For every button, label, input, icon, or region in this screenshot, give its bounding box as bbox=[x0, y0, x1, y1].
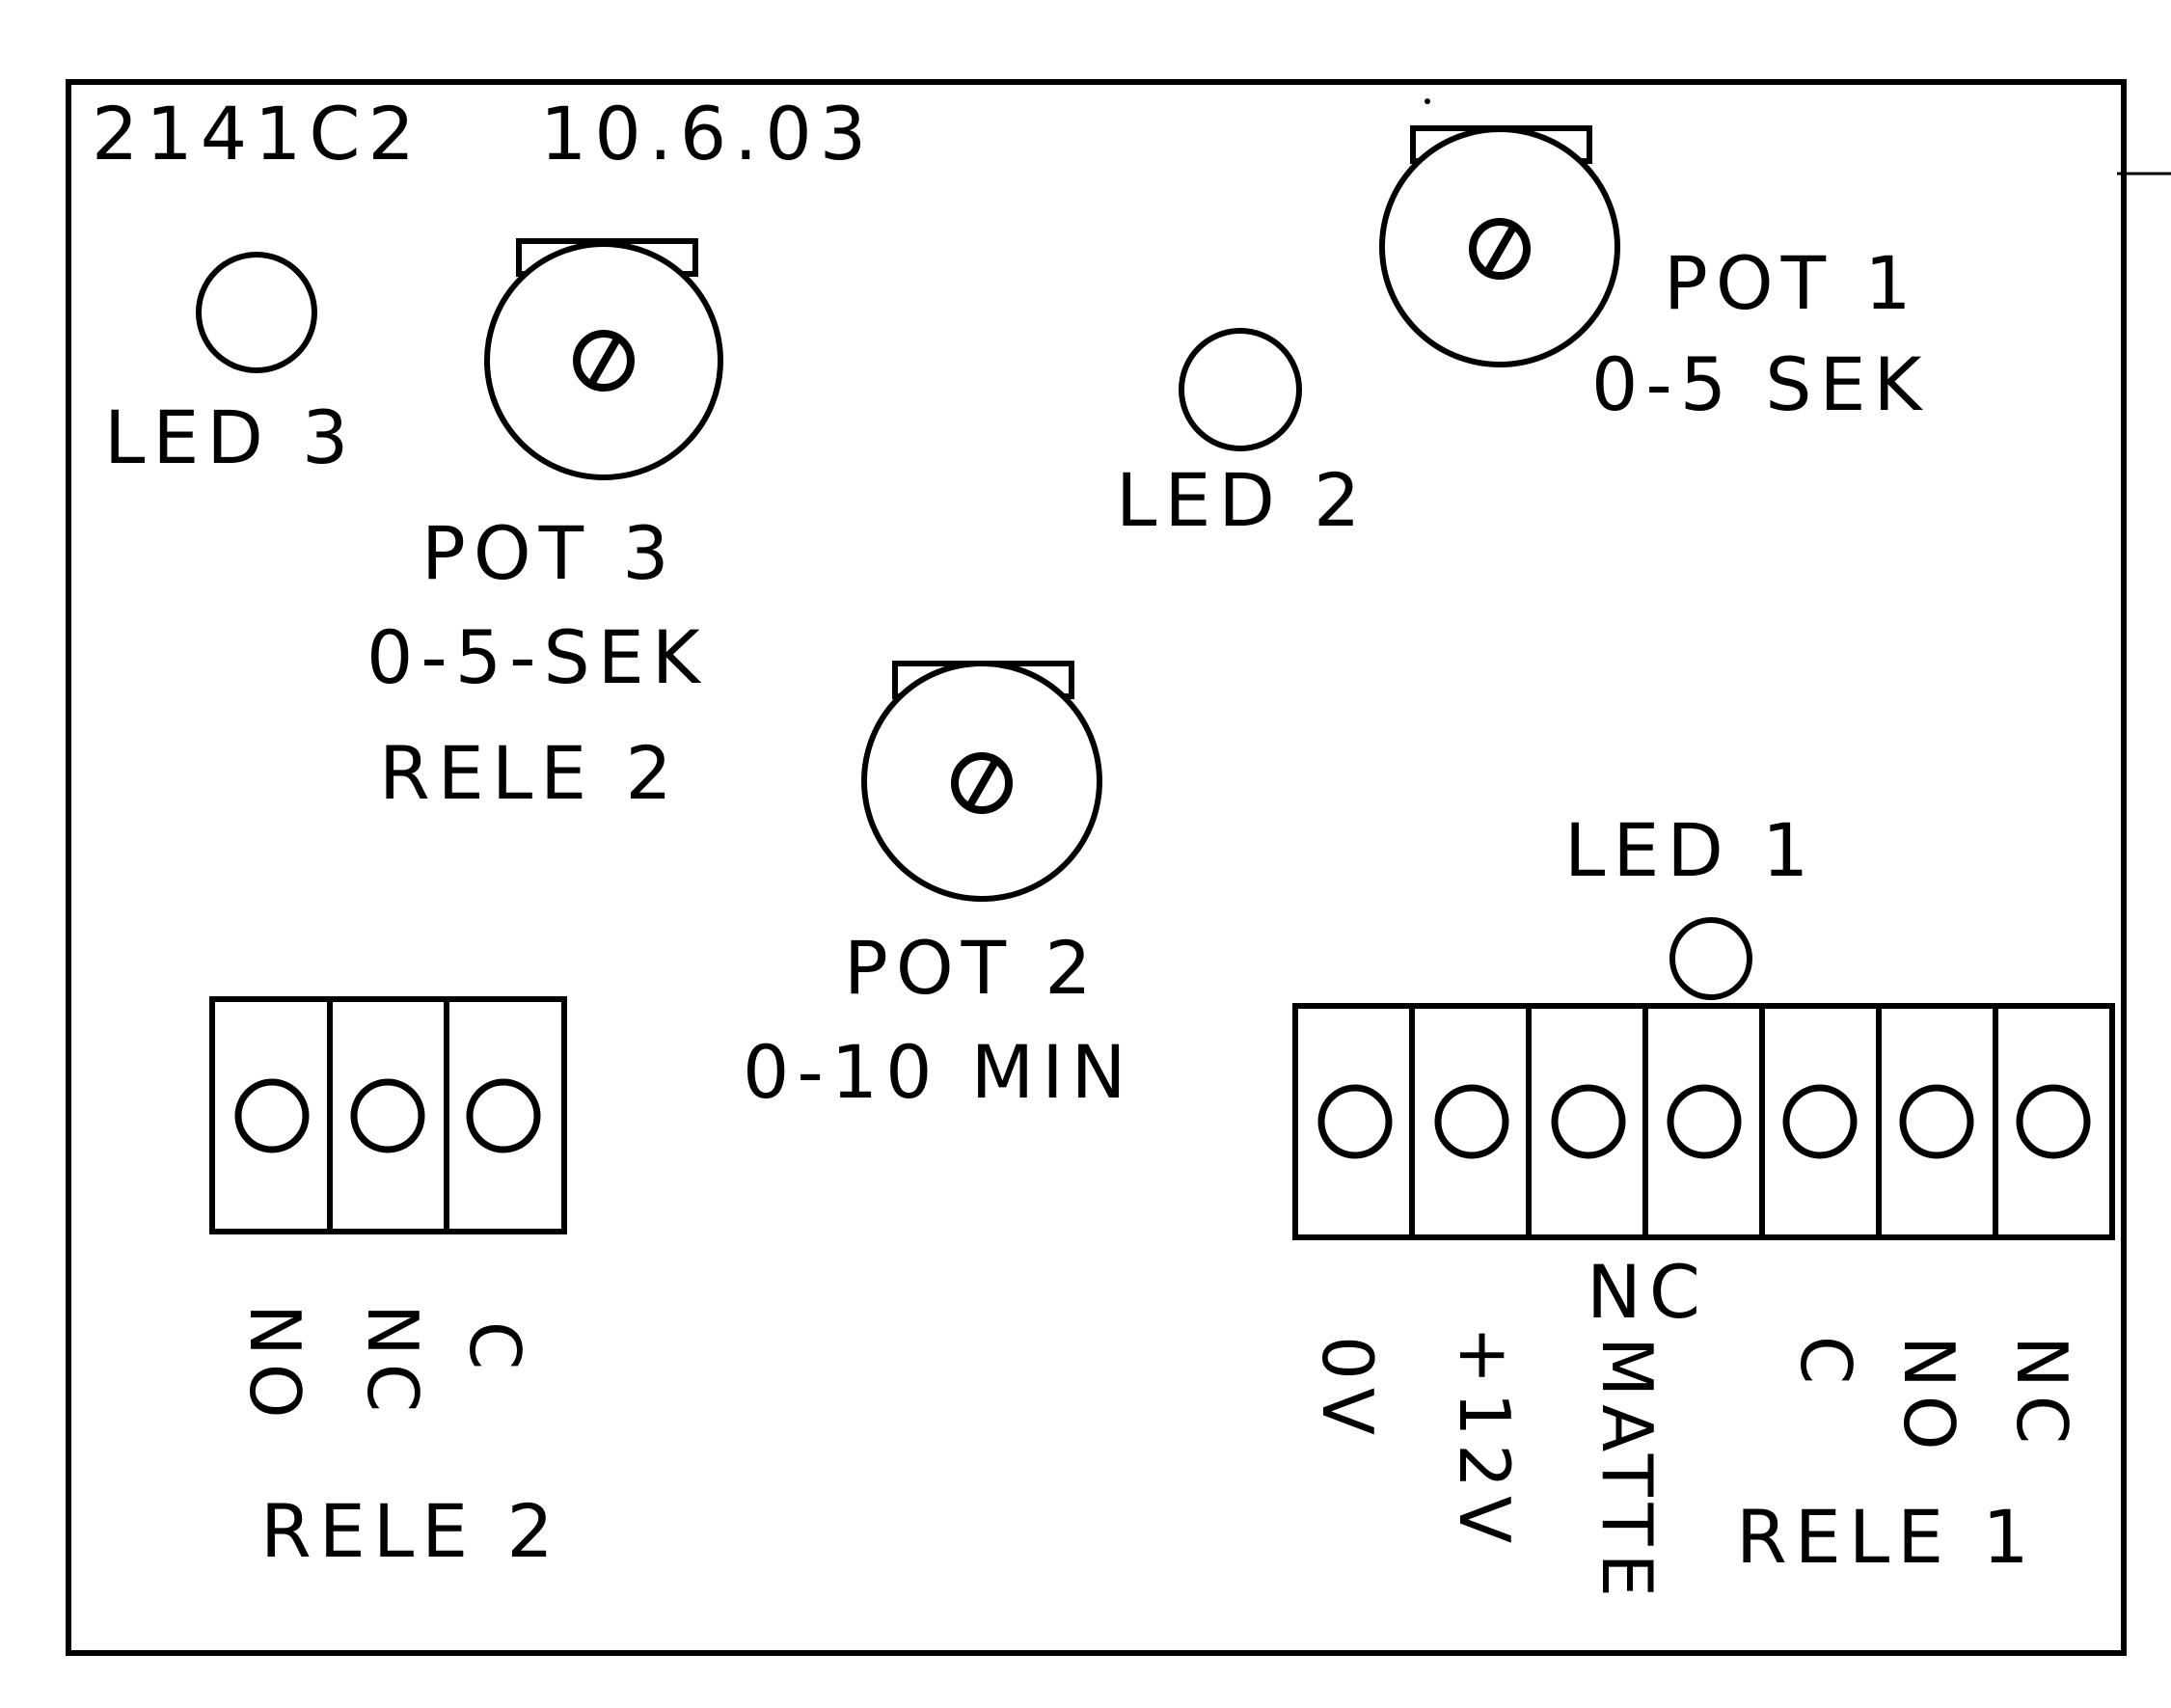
pot2-screw-icon bbox=[951, 752, 1013, 814]
led2-circle bbox=[1179, 328, 1302, 451]
pot2-component bbox=[861, 661, 1102, 902]
pot1-screw-icon bbox=[1469, 218, 1531, 280]
pot2-range: 0-10 MIN bbox=[743, 1029, 1133, 1115]
relay2-terminal-label: NO bbox=[234, 1304, 315, 1426]
led2-label: LED 2 bbox=[1116, 457, 1368, 543]
relay1-screw-12v bbox=[1434, 1084, 1509, 1159]
relay2-terminal-block bbox=[209, 996, 567, 1234]
relay1-screw-matte-1 bbox=[1551, 1084, 1626, 1159]
led3-circle bbox=[196, 252, 317, 373]
relay1-terminal-label: C bbox=[1785, 1336, 1866, 1392]
relay1-screw-no bbox=[1899, 1084, 1974, 1159]
pot1-component bbox=[1379, 125, 1620, 367]
relay2-screw-nc bbox=[350, 1078, 425, 1153]
board-code: 2141C2 bbox=[92, 91, 422, 176]
led1-circle bbox=[1669, 917, 1752, 1000]
relay1-screw-nc bbox=[2016, 1084, 2091, 1159]
pot2-name: POT 2 bbox=[844, 925, 1099, 1011]
relay1-terminal-label: MATTE bbox=[1587, 1337, 1668, 1605]
relay2-screw-no bbox=[234, 1078, 310, 1153]
relay1-terminal-label: NC bbox=[1587, 1249, 1708, 1335]
board-outline bbox=[66, 79, 2127, 1656]
relay1-terminal-label: NO bbox=[1888, 1336, 1969, 1458]
relay2-screw-c bbox=[466, 1078, 541, 1153]
pot3-relay: RELE 2 bbox=[379, 730, 680, 816]
relay1-screw-c bbox=[1782, 1084, 1858, 1159]
led1-label: LED 1 bbox=[1564, 807, 1816, 893]
relay1-terminal-label: NC bbox=[2001, 1336, 2082, 1451]
relay1-terminal-label: 0V bbox=[1307, 1336, 1388, 1443]
pot1-range: 0-5 SEK bbox=[1591, 341, 1929, 427]
relay1-title: RELE 1 bbox=[1736, 1494, 2037, 1580]
relay2-terminal-label: C bbox=[454, 1321, 535, 1377]
stray-dot bbox=[1425, 98, 1430, 104]
led3-label: LED 3 bbox=[104, 394, 356, 480]
relay2-terminal-label: NC bbox=[352, 1304, 433, 1420]
pot3-screw-icon bbox=[573, 330, 635, 392]
pot3-name: POT 3 bbox=[421, 510, 677, 596]
relay1-screw-0v bbox=[1317, 1084, 1393, 1159]
board-date: 10.6.03 bbox=[540, 91, 874, 176]
relay1-terminal-label: +12V bbox=[1444, 1326, 1525, 1551]
pot1-name: POT 1 bbox=[1664, 240, 1919, 326]
relay2-title: RELE 2 bbox=[260, 1488, 561, 1574]
relay1-screw-matte-2 bbox=[1667, 1084, 1742, 1159]
pot3-component bbox=[484, 238, 723, 480]
pot3-range: 0-5-SEK bbox=[366, 614, 708, 700]
relay1-terminal-block bbox=[1292, 1003, 2115, 1240]
